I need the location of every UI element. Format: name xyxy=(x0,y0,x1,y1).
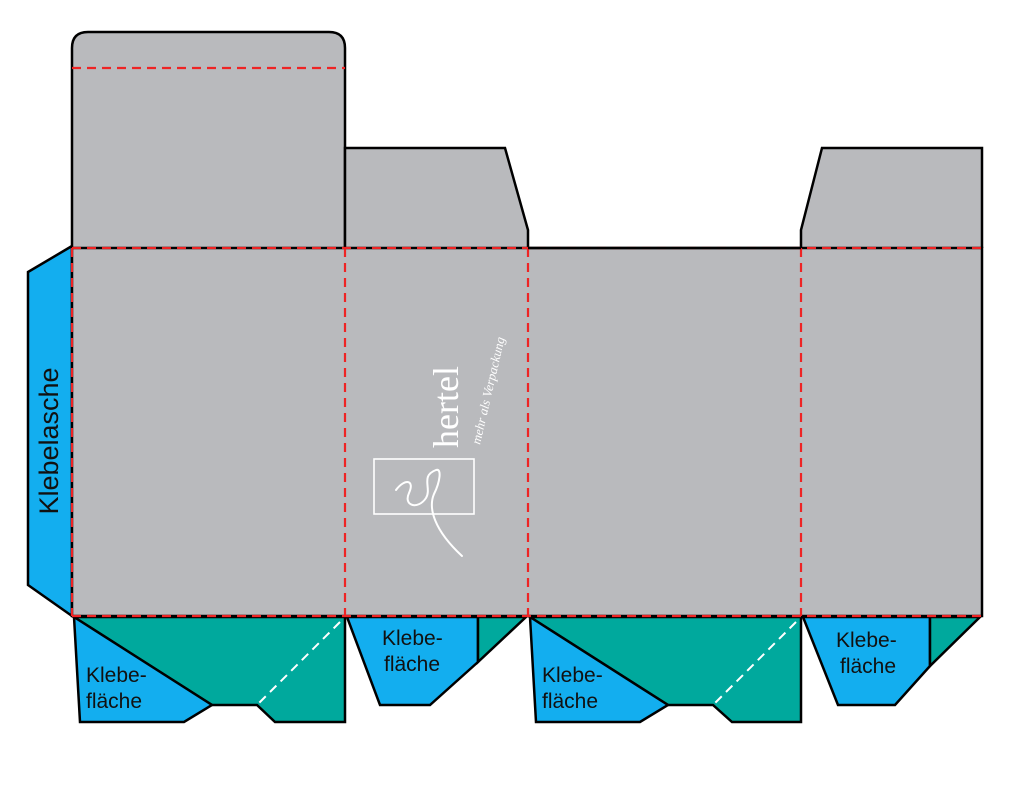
glue-tab-label: Klebelasche xyxy=(34,367,64,514)
glue-area-3-label-line1: Klebe- xyxy=(542,664,603,687)
logo-frame xyxy=(373,458,475,515)
glue-area-2-label-line2: fläche xyxy=(384,653,440,676)
glue-area-1 xyxy=(72,614,215,724)
top-flap-tuck xyxy=(70,30,347,248)
logo-brand: hertel xyxy=(426,366,466,448)
glue-area-1-label-line2: fläche xyxy=(86,690,142,713)
bottom-flap-2-corner xyxy=(476,615,530,665)
glue-area-2-label-line1: Klebe- xyxy=(382,627,443,650)
logo-signature-mark xyxy=(395,468,463,557)
glue-area-1-label-line1: Klebe- xyxy=(86,664,147,687)
glue-area-3 xyxy=(528,614,671,724)
fold-line-diagonal-1 xyxy=(256,621,341,706)
glue-area-4-label-line1: Klebe- xyxy=(836,629,897,652)
top-flap-dust-left xyxy=(343,146,530,248)
glue-area-4 xyxy=(801,615,932,707)
glue-area-4-label-line2: fläche xyxy=(840,655,896,678)
top-flap-dust-right xyxy=(799,146,984,248)
glue-area-2 xyxy=(345,615,480,707)
bottom-flap-4-corner xyxy=(928,615,984,669)
fold-line-diagonal-3 xyxy=(712,621,797,706)
glue-area-3-label-line2: fläche xyxy=(542,690,598,713)
